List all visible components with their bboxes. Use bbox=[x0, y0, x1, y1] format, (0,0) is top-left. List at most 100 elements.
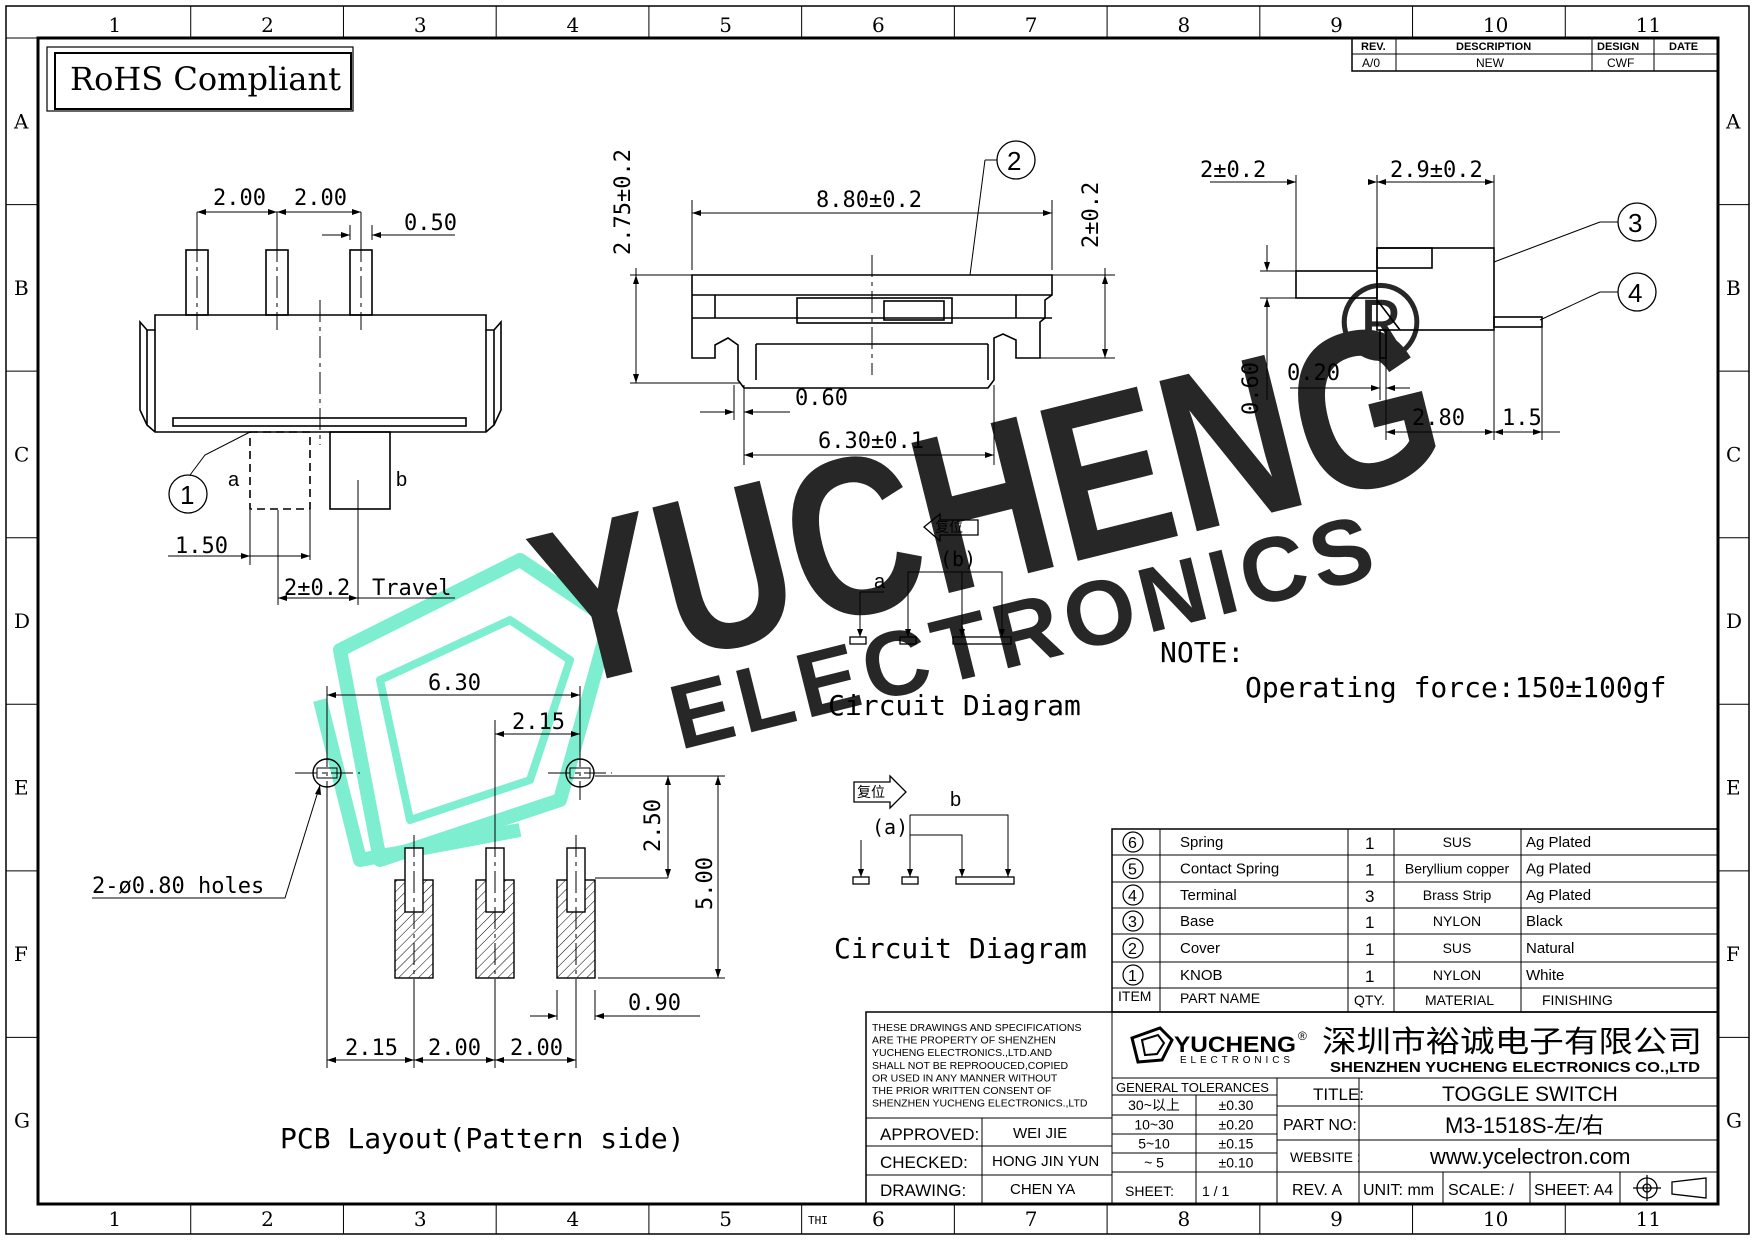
checked-label: CHECKED: bbox=[880, 1153, 968, 1172]
item-number: 6 bbox=[1128, 835, 1137, 852]
column-label: 1 bbox=[108, 13, 121, 37]
side-dim-2-9: 2.9±0.2 bbox=[1390, 158, 1483, 183]
callout-3: 3 bbox=[1628, 208, 1642, 238]
front-label-b: b bbox=[396, 469, 407, 491]
column-label: 7 bbox=[1025, 13, 1038, 37]
description-header: DESCRIPTION bbox=[1456, 41, 1531, 53]
sheet-count-label: SHEET: bbox=[1125, 1183, 1174, 1199]
company-name-cn: 深圳市裕诚电子有限公司 bbox=[1322, 1026, 1702, 1059]
part-finishing: White bbox=[1526, 967, 1564, 984]
part-qty: 1 bbox=[1365, 861, 1374, 880]
company-name-en: SHENZHEN YUCHENG ELECTRONICS CO.,LTD bbox=[1330, 1059, 1700, 1076]
pcb-dim-2-50: 2.50 bbox=[641, 799, 666, 852]
front-dim-1-50: 1.50 bbox=[175, 534, 228, 559]
tolerance-value: ±0.20 bbox=[1219, 1117, 1254, 1133]
circuit-diagram-1 bbox=[849, 512, 1012, 645]
part-qty: 3 bbox=[1365, 887, 1374, 906]
side-dim-0-60: 0.60 bbox=[1239, 362, 1264, 415]
note-label: NOTE: bbox=[1160, 636, 1244, 669]
front-travel-label: Travel bbox=[372, 576, 451, 601]
disclaimer-line: THESE DRAWINGS AND SPECIFICATIONS bbox=[872, 1022, 1081, 1034]
row-label: D bbox=[1726, 609, 1742, 633]
column-label: 3 bbox=[414, 1207, 427, 1231]
column-label: 9 bbox=[1330, 1207, 1343, 1231]
tolerance-range: 5~10 bbox=[1138, 1136, 1170, 1152]
column-label: 4 bbox=[567, 13, 580, 37]
rev-box: REV. A bbox=[1292, 1182, 1342, 1199]
drawing-value: CHEN YA bbox=[1010, 1181, 1075, 1198]
item-number: 3 bbox=[1128, 914, 1137, 931]
pcb-dim-5-00: 5.00 bbox=[693, 857, 718, 910]
tolerance-value: ±0.15 bbox=[1219, 1136, 1254, 1152]
column-label: 5 bbox=[719, 1207, 732, 1231]
note-text: Operating force:150±100gf bbox=[1245, 671, 1666, 704]
row-label: C bbox=[14, 442, 29, 466]
part-finishing: Ag Plated bbox=[1526, 861, 1591, 878]
front-dim-pitch-1: 2.00 bbox=[213, 186, 266, 211]
pcb-dim-2-15-top: 2.15 bbox=[512, 710, 565, 735]
row-label: E bbox=[1726, 776, 1741, 800]
item-circle-icon bbox=[1122, 857, 1144, 880]
circuit2-position-b: b bbox=[950, 789, 961, 811]
checked-value: HONG JIN YUN bbox=[992, 1153, 1099, 1170]
side-dim-1-5: 1.5 bbox=[1502, 406, 1542, 431]
watermark-logo-icon bbox=[313, 553, 617, 867]
part-finishing: Ag Plated bbox=[1526, 887, 1591, 904]
row-label: D bbox=[14, 609, 30, 633]
pcb-dim-2-00-b: 2.00 bbox=[510, 1036, 563, 1061]
tolerance-value: ±0.10 bbox=[1219, 1155, 1254, 1171]
part-name: Spring bbox=[1180, 834, 1223, 851]
top-view bbox=[630, 140, 1115, 465]
column-ticks bbox=[190, 6, 1566, 1234]
row-label: E bbox=[14, 776, 29, 800]
revision-table: REV. DESCRIPTION DESIGN DATE A/0 NEW CWF bbox=[1351, 37, 1719, 72]
callout-2: 2 bbox=[1007, 146, 1021, 176]
pcb-holes-label: 2-ø0.80 holes bbox=[92, 874, 264, 899]
side-view bbox=[1210, 175, 1657, 440]
company-logo: YUCHENG ® ELECTRONICS bbox=[1130, 1026, 1307, 1066]
circuit1-caption: Circuit Diagram bbox=[828, 689, 1081, 722]
item-circle-icon bbox=[1122, 910, 1144, 932]
tolerances-title: GENERAL TOLERANCES bbox=[1116, 1080, 1269, 1095]
front-view bbox=[139, 209, 502, 605]
row-label: B bbox=[14, 276, 29, 300]
tolerance-range: ~ 5 bbox=[1144, 1155, 1164, 1171]
sheet-count-value: 1 / 1 bbox=[1202, 1183, 1229, 1199]
circuit1-position-a: a bbox=[874, 571, 886, 593]
sheet-size-box: SHEET: A4 bbox=[1534, 1182, 1613, 1199]
part-finishing: Black bbox=[1526, 913, 1563, 930]
tolerance-range: 30~以上 bbox=[1128, 1097, 1180, 1113]
column-label: 3 bbox=[414, 13, 427, 37]
pcb-dim-6-30: 6.30 bbox=[428, 671, 481, 696]
front-dim-travel: 2±0.2 bbox=[284, 576, 350, 601]
part-qty: 1 bbox=[1365, 967, 1374, 986]
pcb-dim-0-90: 0.90 bbox=[628, 991, 681, 1016]
circuit2-reset-label: 复位 bbox=[857, 784, 885, 800]
watermark-registered: ® bbox=[1340, 261, 1421, 384]
front-label-a: a bbox=[228, 469, 240, 491]
header-item: ITEM bbox=[1118, 988, 1151, 1004]
date-header: DATE bbox=[1669, 41, 1698, 53]
part-material: NYLON bbox=[1433, 967, 1481, 983]
item-circle-icon bbox=[1122, 937, 1144, 959]
part-qty: 1 bbox=[1365, 834, 1374, 853]
circuit-diagram-2 bbox=[852, 774, 1015, 885]
title-block bbox=[865, 1011, 1719, 1205]
disclaimer-line: OR USED IN ANY MANNER WITHOUT bbox=[872, 1072, 1058, 1084]
pcb-dim-2-00-a: 2.00 bbox=[428, 1036, 481, 1061]
part-material: Beryllium copper bbox=[1405, 861, 1510, 877]
item-circle-icon bbox=[1122, 964, 1144, 986]
row-ticks bbox=[6, 204, 1749, 1038]
rohs-text: RoHS Compliant bbox=[70, 60, 341, 98]
top-dim-length: 8.80±0.2 bbox=[816, 188, 922, 213]
front-dim-pin-width: 0.50 bbox=[404, 211, 457, 236]
disclaimer-line: SHENZHEN YUCHENG ELECTRONICS.,LTD bbox=[872, 1098, 1088, 1110]
